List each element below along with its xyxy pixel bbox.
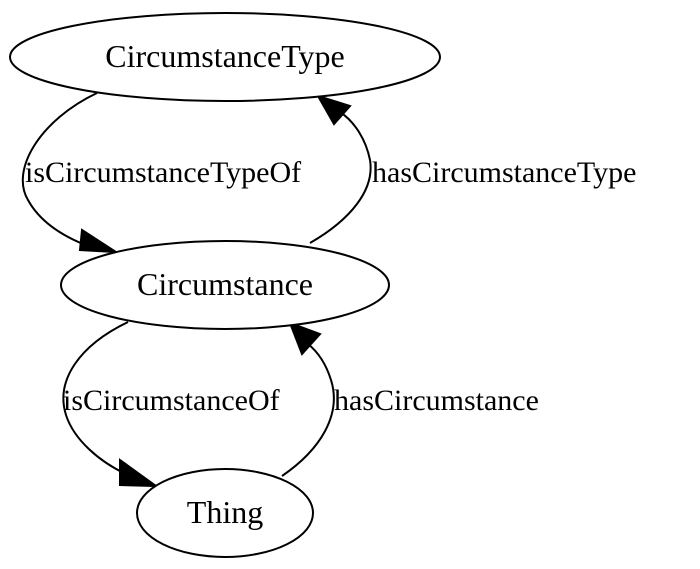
node-thing: Thing (136, 468, 314, 558)
edge-is-circumstance-type-of-line (21, 92, 98, 247)
edge-label-has-circumstance: hasCircumstance (334, 384, 539, 417)
edge-has-circumstance-type: hasCircumstanceType (309, 94, 636, 244)
edge-has-circumstance-type-line (309, 111, 372, 244)
node-label-thing: Thing (187, 494, 263, 530)
edge-has-circumstance-type-arrowhead (315, 94, 352, 126)
edge-is-circumstance-type-of: isCircumstanceTypeOf (21, 92, 301, 254)
node-label-circumstance-type: CircumstanceType (105, 38, 344, 74)
edge-has-circumstance-arrowhead (288, 321, 322, 356)
node-label-circumstance: Circumstance (137, 266, 313, 302)
edge-has-circumstance: hasCircumstance (281, 321, 539, 477)
node-circumstance-type: CircumstanceType (9, 12, 441, 102)
node-circumstance-ellipse (60, 240, 390, 330)
edge-has-circumstance-line (281, 343, 335, 477)
edge-label-is-circumstance-type-of: isCircumstanceTypeOf (25, 156, 301, 189)
node-circumstance-type-ellipse (9, 12, 441, 102)
edge-is-circumstance-type-of-arrowhead (78, 228, 120, 254)
edge-is-circumstance-of-arrowhead (119, 458, 160, 488)
edge-label-has-circumstance-type: hasCircumstanceType (372, 156, 636, 189)
node-thing-ellipse (136, 468, 314, 558)
node-circumstance: Circumstance (60, 240, 390, 330)
edge-label-is-circumstance-of: isCircumstanceOf (63, 384, 280, 417)
edge-is-circumstance-of: isCircumstanceOf (62, 321, 280, 488)
edge-is-circumstance-of-line (62, 321, 129, 475)
